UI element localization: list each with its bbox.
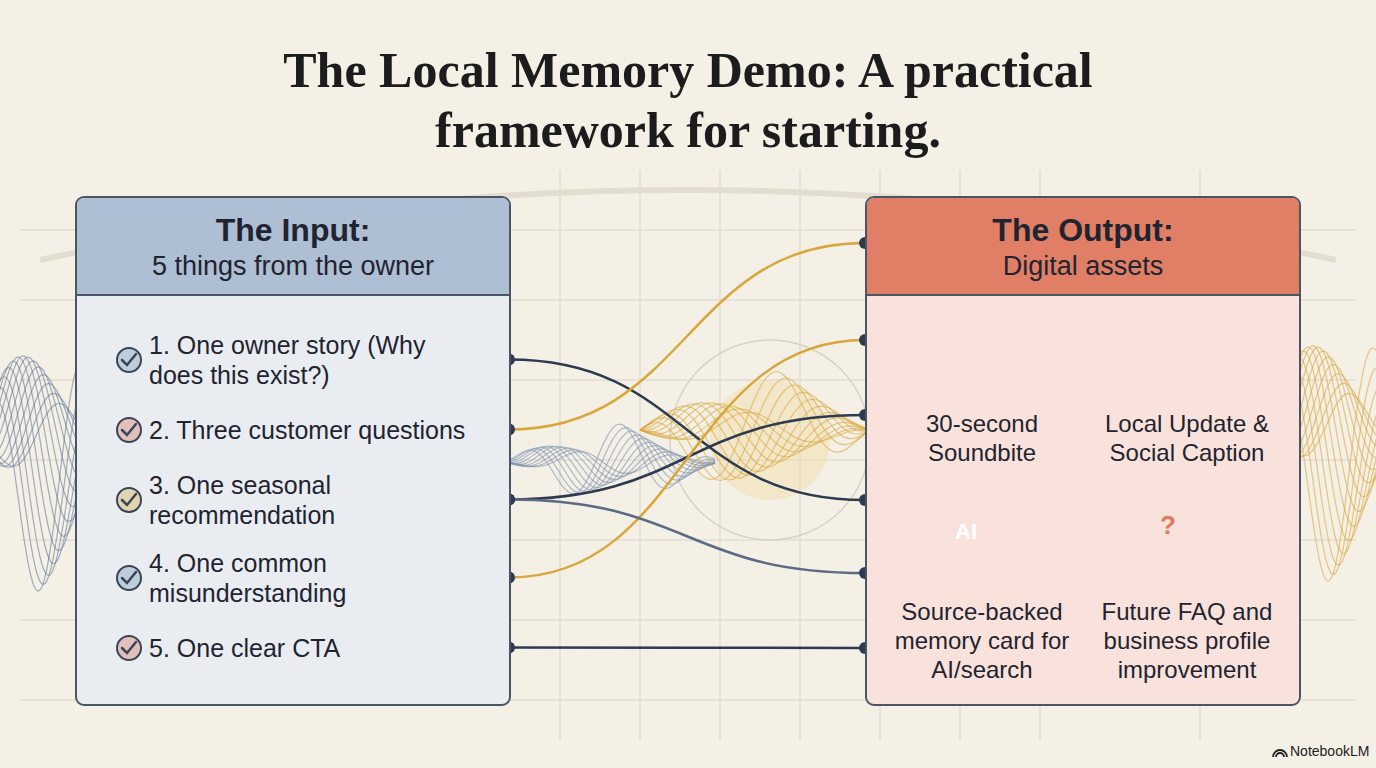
watermark-icon [1273,750,1287,757]
connector [509,243,865,430]
input-item: 3. One seasonal recommendation [77,470,509,530]
connector [509,500,865,574]
check-mark [122,572,136,583]
check-mark [122,354,136,365]
decor-shape [1276,753,1284,757]
check-circle [117,636,141,660]
check-icon [115,416,143,444]
icon-glyph: AI [946,520,986,544]
item-text: 4. One common misunderstanding [149,548,409,608]
input-item: 5. One clear CTA [77,633,509,663]
decor-shape [1273,750,1287,757]
watermark: NotebookLM [1290,744,1372,759]
panel-heading: The Output: [867,212,1299,248]
item-text: 2. Three customer questions [149,415,509,445]
check-circle [117,418,141,442]
wave-stroke [505,431,715,491]
check-icon [115,564,143,592]
connector [509,646,865,649]
panel-subheading: 5 things from the owner [77,248,509,284]
check-circle [117,348,141,372]
connector [509,340,865,578]
asset-label: 30-second Soundbite [882,410,1082,468]
output-asset: Future FAQ and business profile improvem… [1087,598,1287,684]
input-item: 2. Three customer questions [77,415,509,445]
asset-label: Source-backed memory card for AI/search [892,598,1072,684]
panel-heading: The Input: [77,212,509,248]
check-mark [122,424,136,435]
check-circle [117,566,141,590]
output-asset: Source-backed memory card for AI/search [892,598,1072,684]
check-mark [122,642,136,653]
check-mark [122,494,136,505]
item-text: 5. One clear CTA [149,633,509,663]
asset-label: Future FAQ and business profile improvem… [1087,598,1287,684]
check-circle [117,488,141,512]
panel-box: 30-second SoundbiteLocal Update & Social… [865,196,1301,706]
output-asset: 30-second Soundbite [882,410,1082,468]
icon-glyph: ? [1158,511,1178,540]
connector [509,360,865,501]
panel-header: The Output:Digital assets [867,198,1299,296]
check-icon [115,346,143,374]
map-grid [20,170,1356,740]
check-icon [115,486,143,514]
panel-subheading: Digital assets [867,248,1299,284]
input-item: 1. One owner story (Why does this exist?… [77,330,509,390]
item-text: 1. One owner story (Why does this exist?… [149,330,429,390]
panel-header: The Input:5 things from the owner [77,198,509,296]
input-item: 4. One common misunderstanding [77,548,509,608]
item-text: 3. One seasonal recommendation [149,470,399,530]
panel-box: 1. One owner story (Why does this exist?… [75,196,511,706]
asset-label: Local Update & Social Caption [1087,410,1287,468]
diagram-title: The Local Memory Demo: A practical frame… [188,40,1188,160]
check-icon [115,634,143,662]
output-asset: Local Update & Social Caption [1087,410,1287,468]
